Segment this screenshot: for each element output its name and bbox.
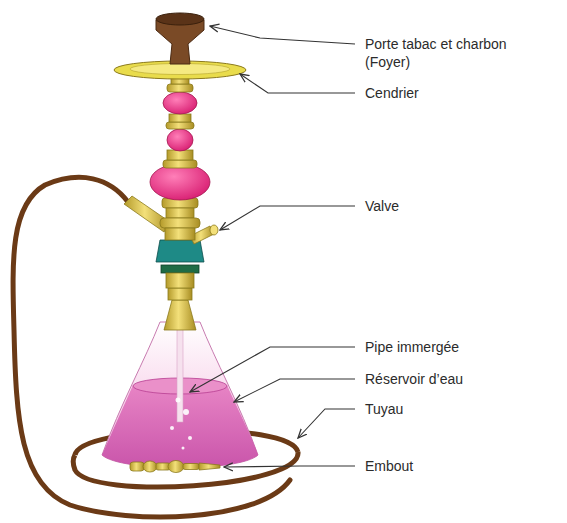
part-label: Embout: [365, 457, 545, 475]
stem-collar: [168, 288, 192, 300]
label-slot: Porte tabac et charbon (Foyer): [365, 35, 550, 71]
stem-collar: [166, 273, 194, 288]
water-tank: [102, 322, 258, 468]
label-slot: Tuyau: [365, 400, 545, 418]
label-slot: Réservoir d’eau: [365, 370, 545, 388]
part-label: Tuyau: [365, 400, 545, 418]
mouthpiece: [130, 461, 220, 473]
label-slot: Pipe immergée: [365, 338, 545, 356]
leader-line: [190, 347, 355, 392]
stem-ring: [161, 265, 199, 273]
bowl-top: [156, 13, 204, 25]
leader-line: [298, 409, 355, 438]
hose-loop-front: [73, 452, 298, 487]
hose: [13, 177, 290, 517]
label-slot: Valve: [365, 197, 545, 215]
leader-lines: [190, 26, 355, 467]
part-label: Valve: [365, 197, 545, 215]
leader-line: [220, 206, 355, 230]
stem: [150, 76, 210, 240]
ashtray-inner: [130, 64, 230, 75]
valve-cap: [210, 225, 218, 235]
label-slot: Cendrier: [365, 84, 545, 102]
part-label: Pipe immergée: [365, 338, 545, 356]
immersed-pipe: [177, 322, 183, 422]
leader-line: [224, 466, 355, 467]
part-label: Porte tabac et charbon (Foyer): [365, 35, 550, 71]
neck: [164, 300, 196, 330]
bowl: [156, 20, 204, 64]
bubbles: [170, 398, 192, 450]
leader-line: [210, 26, 355, 44]
part-label: Réservoir d’eau: [365, 370, 545, 388]
label-slot: Embout: [365, 457, 545, 475]
leader-line: [234, 379, 355, 402]
part-label: Cendrier: [365, 84, 545, 102]
stem-band: [156, 240, 204, 262]
leader-line: [240, 74, 355, 93]
